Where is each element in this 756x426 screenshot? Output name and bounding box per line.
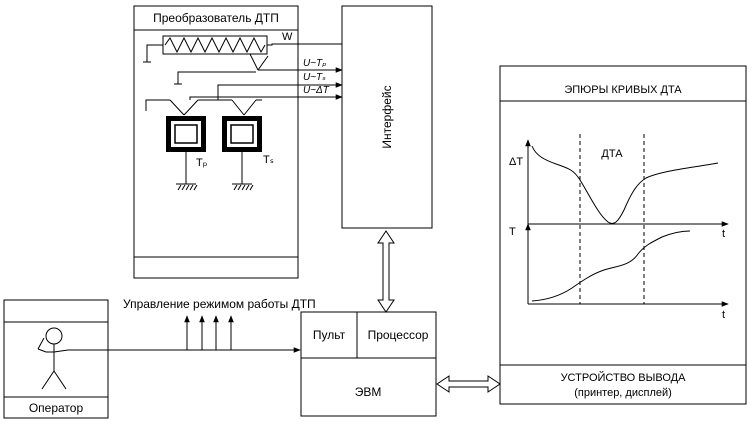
crucible-sample-icon — [174, 124, 198, 144]
thermocouple-junction-left-icon-b — [183, 99, 199, 116]
interface-label: Интерфейс — [380, 85, 394, 148]
ground-right-hatch-icon — [233, 184, 254, 191]
ts-label: Tₛ — [263, 154, 274, 166]
time-axis-2-label: t — [722, 309, 725, 321]
t-axis-label: T — [509, 226, 516, 238]
signal-ts-line — [217, 82, 343, 100]
signal-tp-label: U~Tₚ — [303, 58, 326, 69]
thermocouple-junction-right-icon-b — [243, 99, 257, 116]
device-line2: (принтер, дисплей) — [574, 387, 672, 399]
interface-frame — [341, 5, 433, 229]
output-block: ЭПЮРЫ КРИВЫХ ДТА УСТРОЙСТВО ВЫВОДА (прин… — [499, 65, 747, 405]
resistor-zigzag — [164, 36, 266, 54]
resistor-left-lead — [146, 44, 163, 62]
w-line — [267, 43, 342, 46]
computer-label: ЭВМ — [355, 385, 382, 399]
interface-block: Интерфейс — [341, 5, 433, 229]
wiper-icon — [249, 53, 259, 71]
signal-dt-label: U~ΔT — [303, 85, 330, 96]
device-line1: УСТРОЙСТВО ВЫВОДА — [561, 371, 687, 384]
operator-frame — [3, 299, 109, 419]
interface-computer-double-arrow-icon — [377, 230, 395, 313]
converter-block: Преобразователь ДТП W U~Tₚ U~Tₛ U~ΔT — [133, 5, 343, 279]
output-frame — [499, 65, 747, 405]
signal-dt-line — [189, 94, 343, 100]
wiper-slider-icon — [257, 55, 269, 71]
converter-frame — [133, 5, 299, 279]
w-label: W — [282, 31, 293, 43]
thermocouple-left-lead — [145, 99, 170, 111]
computer-frame — [300, 311, 437, 417]
thermocouple-junction-left-icon — [169, 99, 185, 116]
tp-label: Tₚ — [196, 157, 208, 169]
computer-block: Пульт Процессор ЭВМ — [300, 311, 437, 417]
time-axis-1-label: t — [722, 228, 725, 240]
dta-label: ДТА — [601, 148, 623, 160]
signal-ts-label: U~Tₛ — [303, 72, 326, 83]
thermocouple-junction-right-icon — [231, 99, 245, 116]
output-title: ЭПЮРЫ КРИВЫХ ДТА — [564, 84, 682, 96]
delta-t-curve — [531, 145, 719, 224]
dta-curves-plot: ΔT t T t ДТА — [509, 134, 729, 321]
delta-t-axis-label: ΔT — [509, 156, 523, 168]
processor-label: Процессор — [368, 328, 429, 342]
control-label: Управление режимом работы ДТП — [123, 297, 316, 311]
operator-figure-icon — [37, 327, 69, 390]
converter-title: Преобразователь ДТП — [153, 11, 279, 25]
console-label: Пульт — [313, 328, 346, 342]
operator-block: Оператор — [3, 299, 109, 419]
ground-left-hatch-icon — [177, 184, 198, 191]
crucible-reference-icon — [230, 124, 254, 144]
computer-output-double-arrow-icon — [436, 375, 501, 393]
control-arrows — [184, 315, 234, 350]
temperature-curve — [531, 230, 691, 302]
operator-label: Оператор — [29, 401, 84, 415]
tp-return-line — [177, 71, 256, 84]
